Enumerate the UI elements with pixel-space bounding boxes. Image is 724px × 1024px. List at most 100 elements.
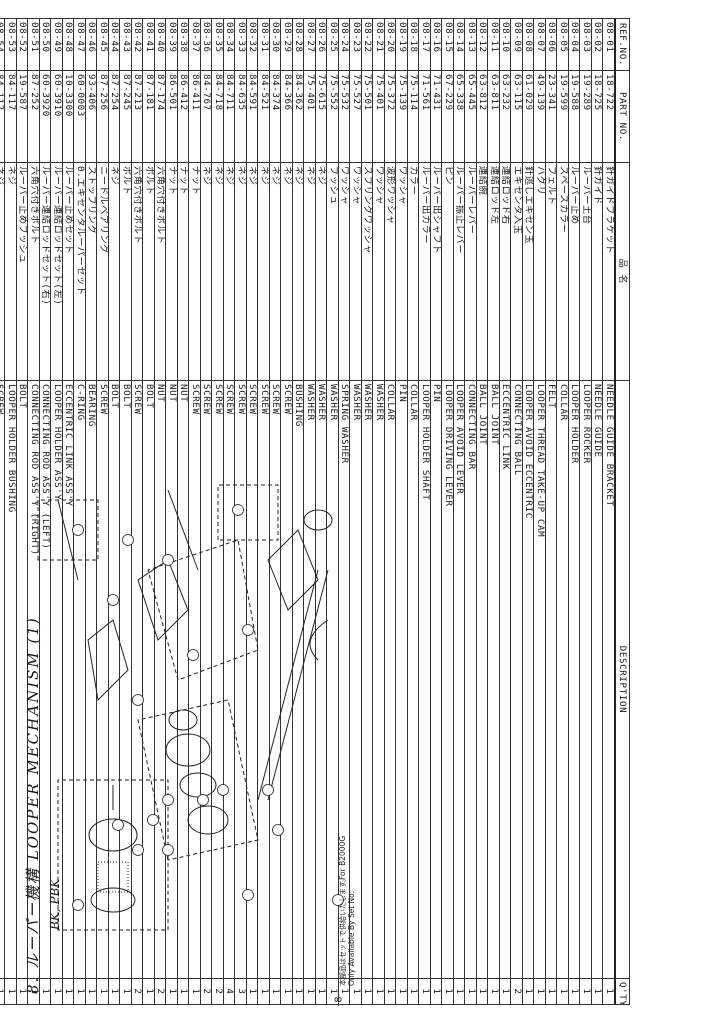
cell-ref-no: 08-44	[108, 18, 120, 71]
table-header-row: REF.NO. PART NO. 品 名 DESCRIPTION Q'TY	[615, 18, 630, 1005]
cell-name-jp: 波形ワッシャ	[384, 162, 396, 381]
cell-part-no: 19-587	[16, 70, 28, 163]
cell-ref-no: 08-26	[315, 18, 327, 71]
cell-part-no: 65-338	[453, 70, 465, 163]
cell-part-no: 87-213	[131, 70, 143, 163]
cell-part-no: 75-501	[361, 70, 373, 163]
cell-name-jp: ナット	[177, 162, 189, 381]
cell-description: LOOPER AVOID LEVER	[453, 380, 465, 979]
callout-marker	[162, 794, 174, 806]
cell-quantity: 1	[591, 978, 603, 1005]
cell-description: WASHER	[373, 380, 385, 979]
cell-ref-no: 08-28	[292, 18, 304, 71]
callout-marker	[197, 794, 209, 806]
cell-quantity: 1	[430, 978, 442, 1005]
cell-part-no: 84-366	[281, 70, 293, 163]
cell-description: WASHER	[361, 380, 373, 979]
cell-part-no: 60-0003	[74, 70, 86, 163]
callout-marker	[332, 894, 344, 906]
cell-description: COLLAR	[407, 380, 419, 979]
cell-part-no: 19-289	[580, 70, 592, 163]
cell-name-jp: ルーパー出カラー	[419, 162, 431, 381]
callout-marker	[122, 534, 134, 546]
cell-part-no: 87-256	[97, 70, 109, 163]
cell-name-jp: フェルト	[545, 162, 557, 381]
cell-name-jp: ブッシュ	[327, 162, 339, 381]
callout-marker	[147, 814, 159, 826]
cell-ref-no: 08-13	[465, 18, 477, 71]
cell-ref-no: 08-19	[396, 18, 408, 71]
cell-part-no: 84-718	[212, 70, 224, 163]
cell-quantity: 1	[384, 978, 396, 1005]
cell-name-jp: ルーパー振止レバー	[453, 162, 465, 381]
callout-marker	[162, 554, 174, 566]
cell-name-jp: ネジ	[315, 162, 327, 381]
cell-ref-no: 08-05	[557, 18, 569, 71]
cell-description: CONNECTING BALL	[511, 380, 523, 979]
cell-name-jp: ルーパー土台	[580, 162, 592, 381]
set-note-english: Only Available By Set No.	[347, 890, 356, 986]
callout-marker	[232, 504, 244, 516]
cell-ref-no: 08-51	[28, 18, 40, 71]
cell-description: CONNECTING BAR	[465, 380, 477, 979]
cell-description: LOOPER ROCKER	[580, 380, 592, 979]
cell-ref-no: 08-08	[522, 18, 534, 71]
cell-name-jp: 六角穴付きボルト	[131, 162, 143, 381]
cell-part-no: 84-635	[235, 70, 247, 163]
cell-ref-no: 08-29	[281, 18, 293, 71]
cell-part-no: 86-412	[177, 70, 189, 163]
cell-description: NEEDLE GUIDE BRACKET	[603, 380, 615, 979]
cell-name-jp: ネジ	[258, 162, 270, 381]
cell-name-jp: ワッシャ	[373, 162, 385, 381]
cell-part-no: 75-401	[373, 70, 385, 163]
cell-name-jp: 六角穴付きボルト	[28, 162, 40, 381]
cell-quantity: 1	[534, 978, 546, 1005]
cell-description: PIN	[396, 380, 408, 979]
cell-quantity: 1	[557, 978, 569, 1005]
cell-quantity: 1	[361, 978, 373, 1005]
cell-name-jp: 連結ロッド左	[488, 162, 500, 381]
callout-marker	[162, 844, 174, 856]
cell-name-jp: ピン	[442, 162, 454, 381]
header-quantity: Q'TY	[615, 978, 630, 1005]
cell-name-jp: ネジ	[304, 162, 316, 381]
cell-name-jp: ワッシャ	[396, 162, 408, 381]
cell-name-jp: ネジ	[108, 162, 120, 381]
cell-name-jp: 針ガイド	[591, 162, 603, 381]
cell-part-no: 86-411	[189, 70, 201, 163]
cell-part-no: 75-552	[327, 70, 339, 163]
cell-description: BALL JOINT	[476, 380, 488, 979]
cell-description: LOOPER HOLDER SHAFT	[419, 380, 431, 979]
cell-part-no: 49-139	[534, 70, 546, 163]
cell-ref-no: 08-24	[338, 18, 350, 71]
cell-part-no: 75-114	[407, 70, 419, 163]
cell-quantity: 1	[603, 978, 615, 1005]
cell-quantity: 1	[453, 978, 465, 1005]
cell-ref-no: 08-48	[62, 18, 74, 71]
cell-part-no: 75-527	[350, 70, 362, 163]
cell-ref-no: 08-43	[120, 18, 132, 71]
cell-part-no: 84-767	[200, 70, 212, 163]
header-ref-no: REF.NO.	[615, 18, 630, 71]
cell-part-no: 84-711	[223, 70, 235, 163]
cell-quantity: 1	[419, 978, 431, 1005]
cell-part-no: 67-229	[442, 70, 454, 163]
cell-ref-no: 08-31	[258, 18, 270, 71]
cell-part-no: 63-115	[511, 70, 523, 163]
cell-name-jp: エキセンタ入玉	[511, 162, 523, 381]
cell-ref-no: 08-17	[419, 18, 431, 71]
